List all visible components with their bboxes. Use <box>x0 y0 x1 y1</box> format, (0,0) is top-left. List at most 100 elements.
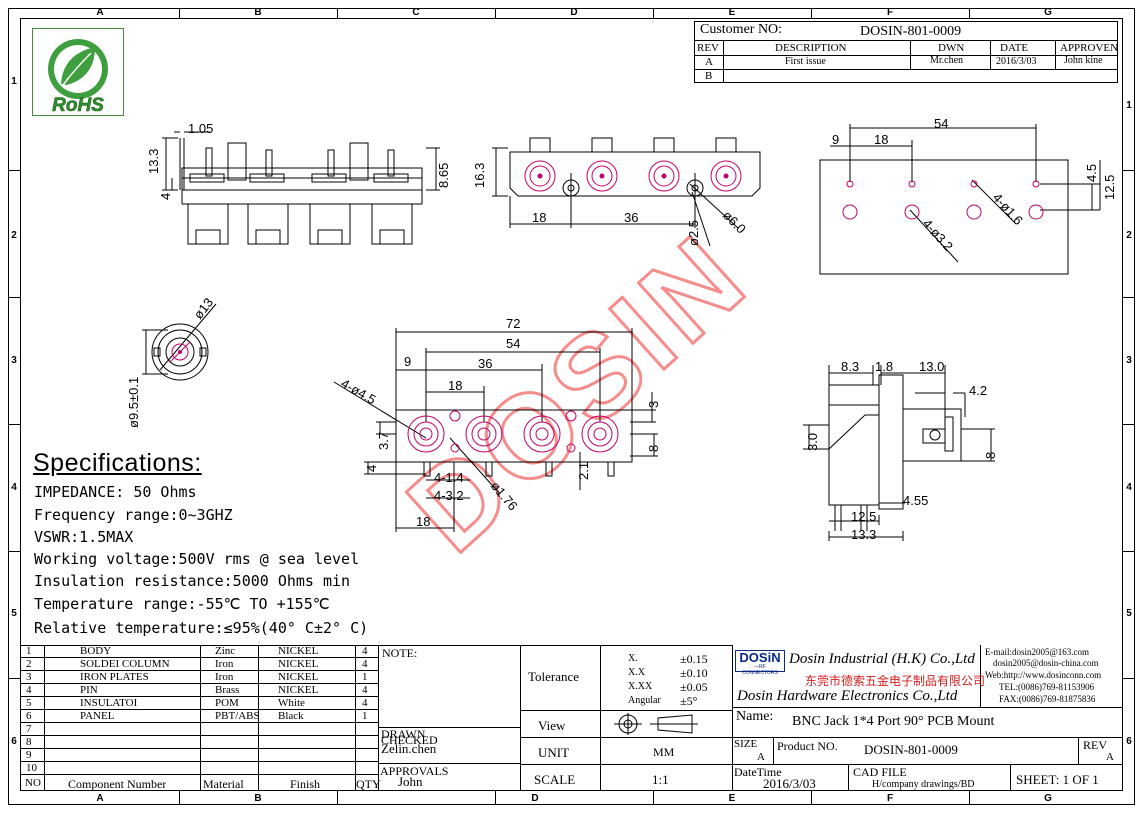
zone-label-f-top: F <box>886 7 894 18</box>
bom-row-1-finish: NICKEL <box>278 645 319 657</box>
zone-label-d-top: D <box>570 7 578 18</box>
product-no-value: DOSIN-801-0009 <box>864 742 958 757</box>
spec-frequency: Frequency range:0~3GHZ <box>34 506 233 524</box>
bom-row-4-qty: 4 <box>362 684 368 696</box>
bom-row-2-component: SOLDEI COLUMN <box>80 658 170 670</box>
unit-label: UNIT <box>538 745 570 760</box>
dim-bottom-4-1-4: 4-1.4 <box>434 470 464 485</box>
drawn-label: DRAWN <box>381 727 426 741</box>
dosin-brand-sub: —RF CONNECTORS <box>742 664 778 676</box>
date-col-header: DATE <box>1000 42 1029 54</box>
specifications-title: Specifications: <box>33 449 202 477</box>
bom-row-6-component: PANEL <box>80 710 115 722</box>
front-view-drawing: 16.3 18 36 ø6.0 ø2.5 <box>472 137 761 247</box>
zone-label-d-bottom: D <box>531 793 539 804</box>
spec-working-voltage: Working voltage:500V rms @ sea level <box>34 550 360 568</box>
bom-header-finish: Finish <box>290 777 321 791</box>
size-value: A <box>757 751 765 763</box>
bom-row-5-no: 5 <box>26 697 32 709</box>
bom-row-6-material: PBT/ABS <box>215 710 260 722</box>
dim-pcb-4-phi3-2: 4-ø3.2 <box>920 216 956 254</box>
cad-file-label: CAD FILE <box>853 765 907 779</box>
zone-label-6-right: 6 <box>1126 736 1132 747</box>
rev-row-a-desc: First issue <box>785 56 826 67</box>
dim-bottom-4-phi4-5: 4-ø4.5 <box>339 376 379 408</box>
tol-val-3: ±5° <box>680 694 698 708</box>
bom-row-4-component: PIN <box>80 684 98 696</box>
dim-bottom-phi1-76: ø1.76 <box>488 478 521 513</box>
dim-right-8-3: 8.3 <box>841 359 859 374</box>
bom-row-1-component: BODY <box>80 645 112 657</box>
zone-label-g-bottom: G <box>1044 793 1052 804</box>
bom-row-6-no: 6 <box>26 710 32 722</box>
dim-pcb-12-5: 12.5 <box>1102 175 1117 200</box>
drawing-border <box>20 18 1123 791</box>
bom-row-3-no: 3 <box>26 671 32 683</box>
size-label: SIZE <box>734 738 758 750</box>
dim-pcb-9: 9 <box>832 132 839 147</box>
company-name-hk: Dosin Industrial (H.K) Co.,Ltd <box>789 651 975 667</box>
rev-label-titleblock: REV <box>1083 738 1107 752</box>
bom-row-2-no: 2 <box>26 658 32 670</box>
dim-front-phi2-5: ø2.5 <box>686 220 701 246</box>
bom-row-5-material: POM <box>215 697 239 709</box>
approven-col-header: APPROVEN <box>1060 42 1119 54</box>
rev-row-a-date: 2016/3/03 <box>996 56 1037 67</box>
drawn-value: Zelin.chen <box>381 741 437 756</box>
bom-row-2-finish: NICKEL <box>278 658 319 670</box>
zone-label-4-left: 4 <box>11 482 17 493</box>
zone-label-f-bottom: F <box>886 793 894 804</box>
dim-right-13-3: 13.3 <box>851 527 876 542</box>
dim-right-4-55: 4.55 <box>903 493 928 508</box>
spec-temperature: Temperature range:-55℃ TO +155℃ <box>34 595 330 613</box>
dim-front-phi6: ø6.0 <box>720 208 749 237</box>
zone-label-2-left: 2 <box>11 230 17 241</box>
part-name-value: BNC Jack 1*4 Port 90° PCB Mount <box>792 714 995 729</box>
dim-bottom-54: 54 <box>506 336 520 351</box>
bom-row-3-finish: NICKEL <box>278 671 319 683</box>
bom-row-3-material: Iron <box>215 671 234 683</box>
rev-col-header: REV <box>697 42 719 54</box>
bom-row-5-component: INSULATOI <box>80 697 138 709</box>
bom-row-4-material: Brass <box>215 684 240 696</box>
zone-label-3-right: 3 <box>1126 355 1132 366</box>
datetime-label: DateTime <box>734 765 782 779</box>
bom-row-10-no: 10 <box>26 762 37 774</box>
tol-key-3: Angular <box>628 695 661 706</box>
dim-bottom-18-lower: 18 <box>416 514 430 529</box>
view-label: View <box>538 718 566 733</box>
contact-email-2: dosin2005@dosin-china.com <box>993 658 1099 668</box>
zone-label-a-top: A <box>96 7 104 18</box>
bom-table <box>20 645 378 792</box>
zone-label-5-left: 5 <box>11 608 17 619</box>
zone-label-4-right: 4 <box>1126 482 1132 493</box>
spec-impedance: IMPEDANCE: 50 Ohms <box>34 483 197 501</box>
round-end-view: ø13 ø9.5±0.1 <box>126 295 217 428</box>
projection-symbol-icon <box>614 713 698 735</box>
pcb-layout-drawing: 54 9 18 4.5 12.5 4-ø3.2 4-ø1.6 <box>819 116 1117 275</box>
zone-label-c-top: C <box>412 7 420 18</box>
bom-row-4-finish: NICKEL <box>278 684 319 696</box>
drawing-frame <box>8 8 1135 805</box>
bom-row-6-finish: Black <box>278 710 304 722</box>
rev-row-a-rev: A <box>705 56 713 68</box>
right-side-view-drawing: 8.3 1.8 13.0 4.2 3.0 8 4.55 12.5 13.3 <box>803 359 998 542</box>
dim-bottom-9: 9 <box>404 354 411 369</box>
zone-label-6-left: 6 <box>11 736 17 747</box>
dim-round-phi9-5: ø9.5±0.1 <box>126 377 141 428</box>
dim-bottom-2-1: 2.1 <box>576 462 591 480</box>
dosin-brand-text: DOSiN <box>739 650 781 665</box>
bom-row-9-no: 9 <box>26 749 32 761</box>
bom-row-1-material: Zinc <box>215 645 236 657</box>
dim-bottom-4-3-2: 4-3.2 <box>434 488 464 503</box>
tol-key-0: X. <box>628 653 638 664</box>
bom-row-2-material: Iron <box>215 658 234 670</box>
bom-row-4-no: 4 <box>26 684 32 696</box>
contact-web: Web:http://www.dosinconn.com <box>985 670 1102 680</box>
zone-label-1-right: 1 <box>1126 100 1132 111</box>
rohs-text: RoHS <box>52 95 104 115</box>
description-col-header: DESCRIPTION <box>775 42 847 54</box>
bom-row-3-component: IRON PLATES <box>80 671 149 683</box>
dim-right-8: 8 <box>983 452 998 459</box>
dim-round-phi13: ø13 <box>191 295 217 322</box>
